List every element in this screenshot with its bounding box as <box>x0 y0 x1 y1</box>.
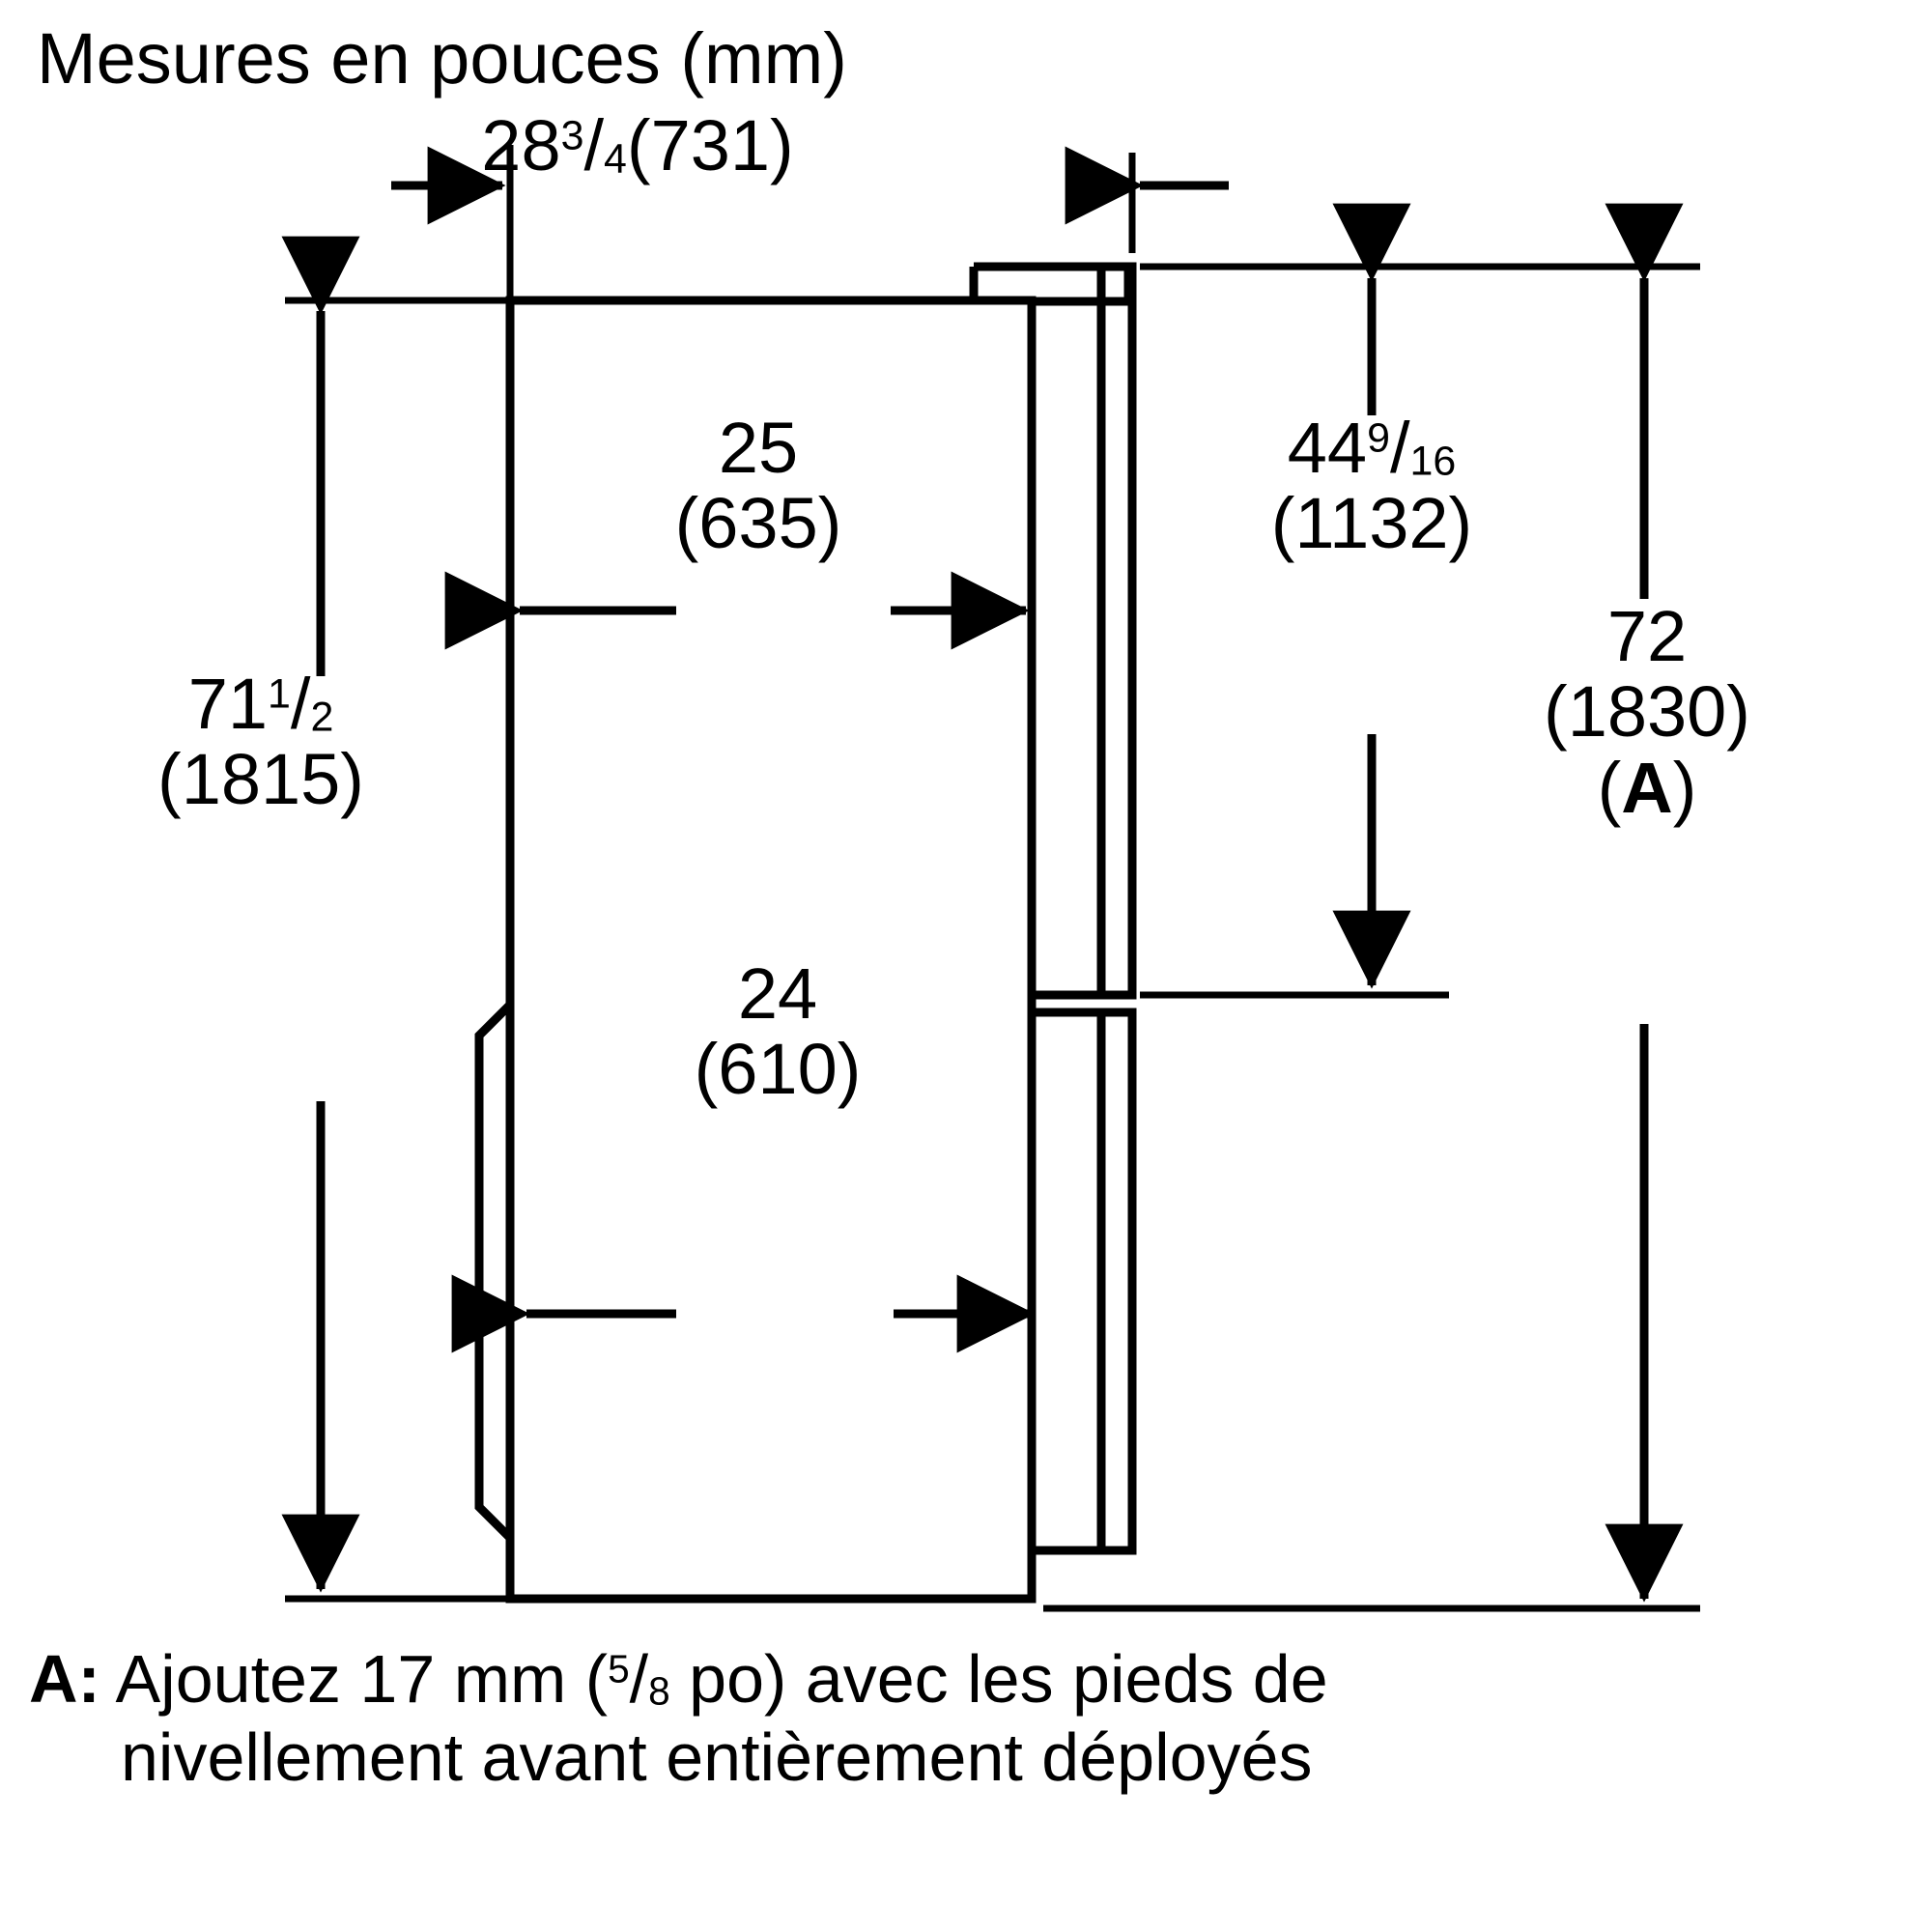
footnote-denominator: 8 <box>648 1668 670 1714</box>
dimension-label-cabinet-width-upper: 25 (635) <box>507 408 1009 564</box>
dim-note-ref: (A) <box>1597 747 1697 828</box>
dim-metric: (731) <box>626 105 794 185</box>
fraction-slash-icon: / <box>1389 408 1410 488</box>
dim-numerator: 3 <box>560 112 584 159</box>
fraction-slash-icon: / <box>629 1641 649 1717</box>
dim-metric: (1132) <box>1270 483 1473 564</box>
dimension-label-overall-height: 72 (1830) (A) <box>1454 596 1840 828</box>
footnote-key: A: <box>29 1641 100 1717</box>
dim-denominator: 4 <box>604 135 627 183</box>
left-side-panel <box>474 1001 514 1542</box>
dimension-label-fridge-door-height: 449/16 (1132) <box>1150 408 1594 564</box>
page-title: Mesures en pouces (mm) <box>37 18 847 99</box>
footnote-line1-a: Ajoutez 17 mm ( <box>99 1641 609 1717</box>
dim-numerator: 1 <box>268 670 291 718</box>
dim-numerator: 9 <box>1367 414 1390 462</box>
dim-denominator: 2 <box>310 694 334 741</box>
footnote-line1-b: po) avec les pieds de <box>669 1641 1328 1717</box>
dim-metric: (610) <box>694 1029 862 1110</box>
note-ref-letter: A <box>1621 747 1673 828</box>
footnote-numerator: 5 <box>608 1646 630 1691</box>
dim-whole: 24 <box>737 953 818 1034</box>
dim-metric: (635) <box>674 483 842 564</box>
dimension-label-cabinet-width-lower: 24 (610) <box>526 953 1029 1110</box>
dim-metric: (1815) <box>157 739 364 820</box>
dim-whole: 71 <box>187 664 268 744</box>
dim-whole: 25 <box>718 408 799 488</box>
dim-whole: 28 <box>481 105 561 185</box>
fraction-slash-icon: / <box>290 664 311 744</box>
dim-imperial: 449/16 <box>1150 408 1594 488</box>
dimension-label-cabinet-height: 711/2 (1815) <box>106 664 415 820</box>
upper-door-panel <box>1032 262 1137 1000</box>
appliance-outline <box>474 262 1137 1604</box>
footnote-line2: nivellement avant entièrement déployés <box>121 1719 1313 1795</box>
dim-denominator: 16 <box>1409 438 1457 485</box>
extension-lines <box>285 145 1700 1612</box>
dim-imperial: 711/2 <box>106 664 415 744</box>
cabinet-body-path <box>505 296 1037 1604</box>
dimension-arrows <box>281 146 1684 1603</box>
fraction-slash-icon: / <box>583 105 605 185</box>
dim-whole: 44 <box>1287 408 1368 488</box>
lower-door-panel <box>1032 1008 1137 1555</box>
dimension-label-overall-depth: 283/4(731) <box>444 105 831 185</box>
footnote-note-a: A: Ajoutez 17 mm (5/8 po) avec les pieds… <box>29 1640 1913 1796</box>
dim-whole: 72 <box>1606 596 1688 676</box>
dim-metric: (1830) <box>1544 671 1750 753</box>
